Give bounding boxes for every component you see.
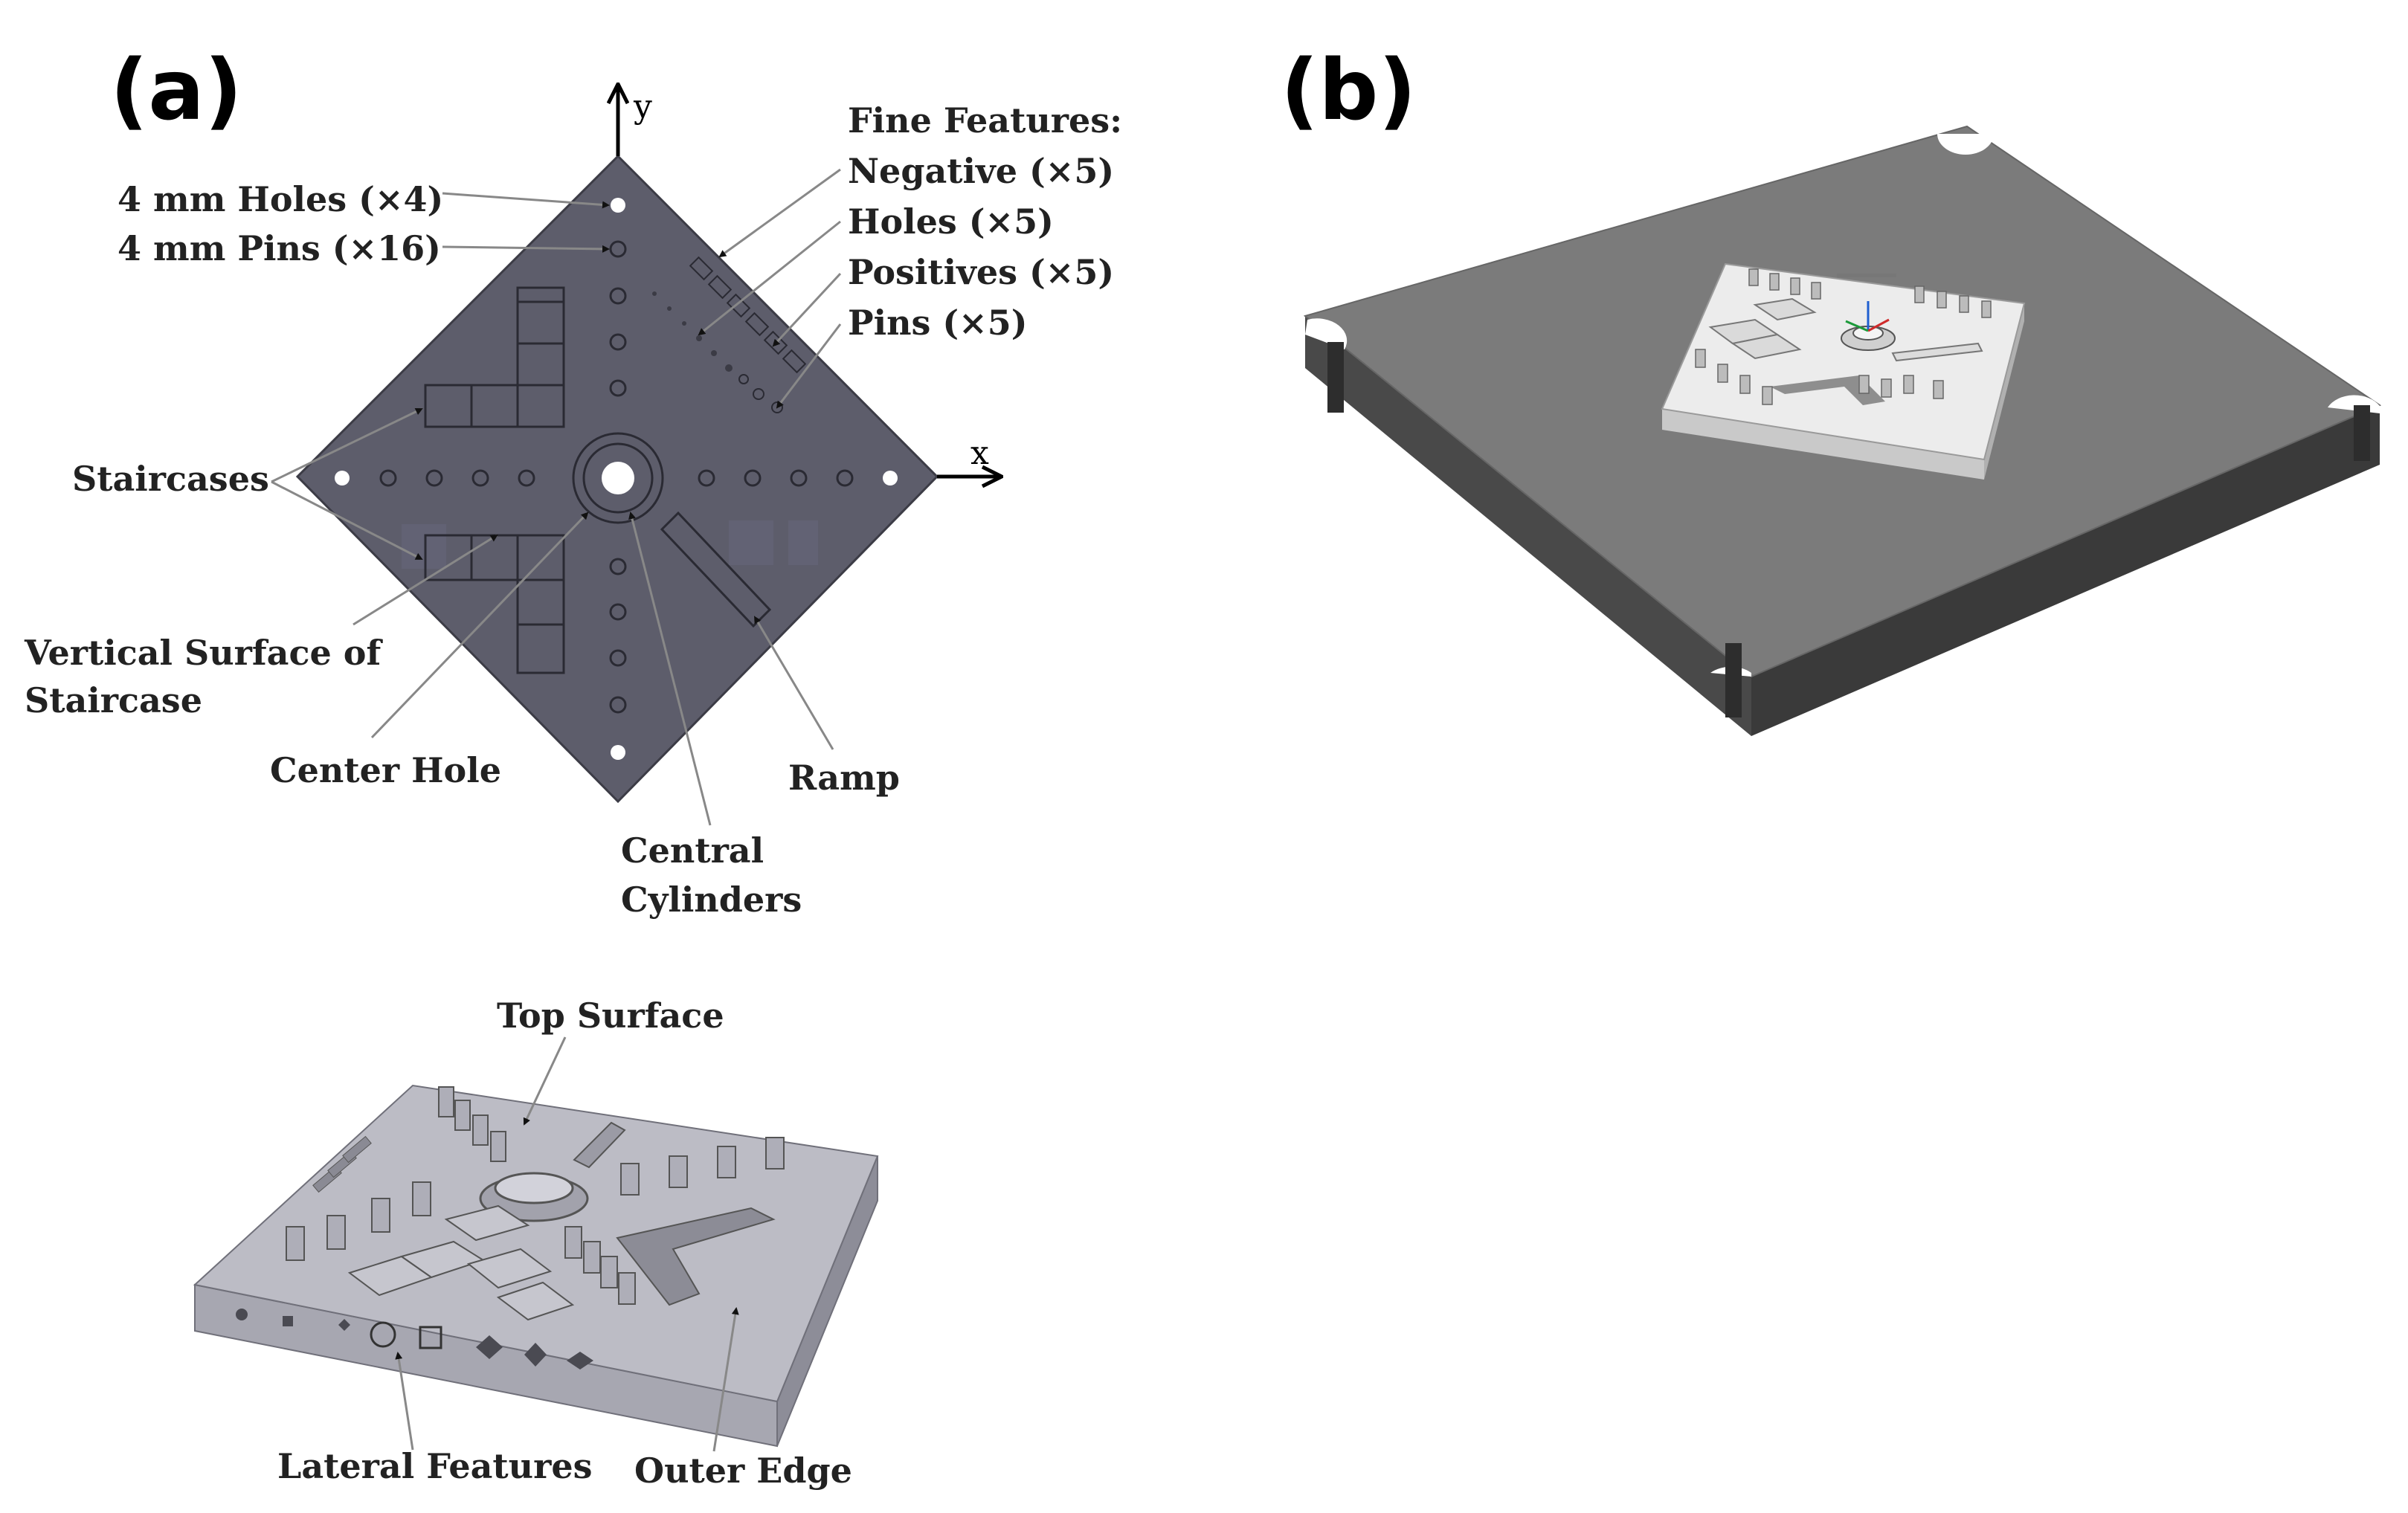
label-pins: Pins (×5) <box>848 303 1028 343</box>
build-plate <box>1303 125 2382 736</box>
ramp <box>660 511 772 628</box>
label-vertical-surface-2: Staircase <box>25 680 202 720</box>
fine-features-holes <box>652 291 733 372</box>
label-vertical-surface-1: Vertical Surface of <box>24 633 383 673</box>
label-center-hole: Center Hole <box>270 750 501 790</box>
axis-y-label: y <box>633 88 652 126</box>
pins-4mm <box>379 240 854 714</box>
label-staircases: Staircases <box>72 459 269 499</box>
center-hole <box>602 462 634 494</box>
label-holes-4mm: 4 mm Holes (×4) <box>117 179 443 219</box>
lateral-features <box>236 1309 593 1370</box>
panel-a-labels: 4 mm Holes (×4) 4 mm Pins (×16) Fine Fea… <box>24 100 1122 920</box>
label-pins-4mm: 4 mm Pins (×16) <box>117 228 441 268</box>
label-central-1: Central <box>621 830 764 871</box>
label-positives: Positives (×5) <box>848 252 1114 292</box>
label-central-2: Cylinders <box>621 880 802 920</box>
central-cylinders <box>572 432 664 524</box>
label-lateral-features: Lateral Features <box>277 1446 593 1486</box>
staircase-upper <box>424 286 565 428</box>
label-top-surface: Top Surface <box>497 996 724 1036</box>
plate-diamond <box>295 154 939 804</box>
label-fine-features: Fine Features: <box>848 100 1122 141</box>
label-outer-edge: Outer Edge <box>634 1451 852 1491</box>
label-holes: Holes (×5) <box>848 201 1054 242</box>
panel-b-label: (b) <box>1281 42 1417 139</box>
label-negative: Negative (×5) <box>848 151 1114 191</box>
axes: y x <box>618 86 1000 477</box>
panel-a-label: (a) <box>110 42 242 139</box>
axis-x-label: x <box>970 434 989 472</box>
holes-4mm <box>335 198 898 760</box>
leader-lines <box>271 168 842 826</box>
isometric-part: Top Surface Lateral Features Outer Edge <box>193 996 879 1491</box>
label-ramp: Ramp <box>788 758 900 798</box>
